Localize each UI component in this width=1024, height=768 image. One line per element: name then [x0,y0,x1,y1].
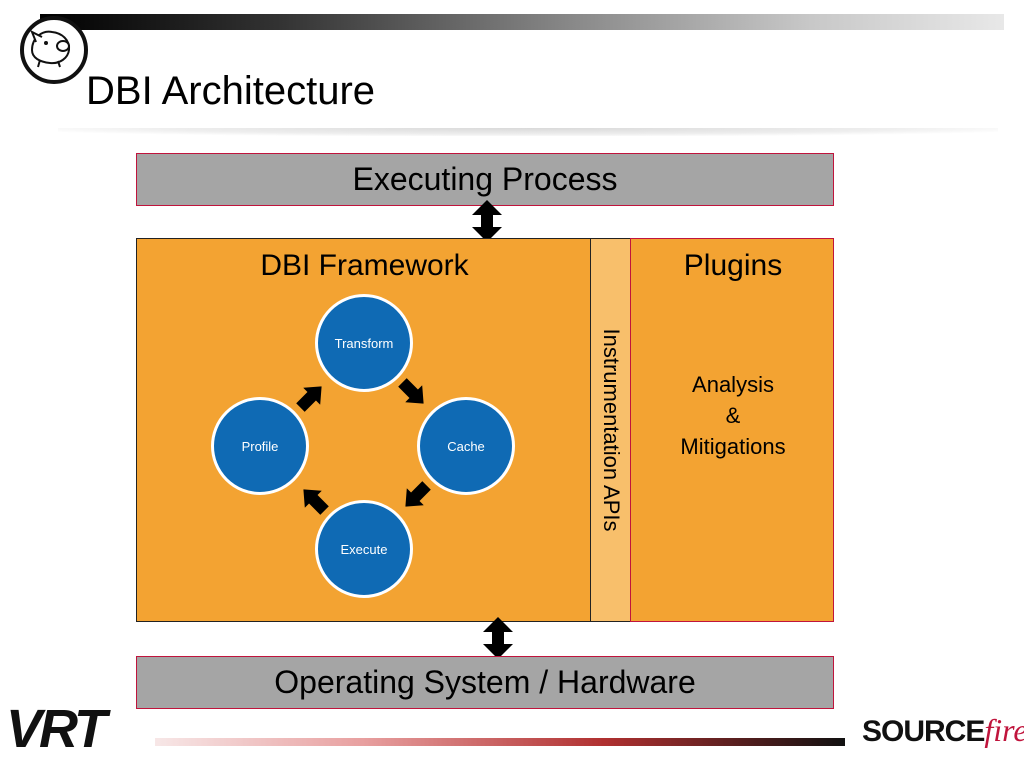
cycle-node-label: Cache [447,438,485,454]
cycle-arrow-execute-profile-icon [303,489,329,515]
plugins-heading: Plugins [683,249,783,282]
plugins-box: Plugins Analysis & Mitigations [630,238,834,622]
os-hardware-label: Operating System / Hardware [274,664,696,700]
cycle-arrow-transform-cache-icon [398,378,424,404]
instrumentation-label: Instrumentation APIs [598,328,624,532]
plugins-description: Analysis & Mitigations [631,369,835,462]
page-title: DBI Architecture [86,69,376,113]
sourcefire-logo: SOURCEfire® [862,712,1024,749]
pig-mascot-icon [30,29,71,68]
double-arrow-icon [483,617,513,659]
header-bar [40,14,1004,30]
vrt-logo: VRT [6,699,107,759]
mascot-logo [20,16,88,84]
cycle-node-profile: Profile [211,397,309,495]
executing-process-box: Executing Process [136,153,834,206]
cycle-node-execute: Execute [315,500,413,598]
plugins-line-analysis: Analysis [692,372,774,397]
cycle-node-label: Execute [340,541,388,557]
plugins-line-mitigations: Mitigations [680,434,786,459]
title-underline [58,128,998,136]
cycle-arrow-profile-transform-icon [296,386,322,412]
instrumentation-apis-box: Instrumentation APIs [590,238,631,622]
cycle-node-label: Transform [334,335,394,351]
cycle-node-cache: Cache [417,397,515,495]
os-hardware-box: Operating System / Hardware [136,656,834,709]
framework-heading: DBI Framework [260,249,469,282]
cycle-node-label: Profile [241,438,279,454]
cycle-node-transform: Transform [315,294,413,392]
executing-process-label: Executing Process [352,161,618,197]
cycle-arrow-cache-execute-icon [405,481,431,507]
sourcefire-logo-bold: SOURCE [862,715,985,748]
double-arrow-icon [472,200,502,242]
sourcefire-logo-italic: fire [984,712,1024,748]
footer-line [155,738,845,746]
plugins-line-ampersand: & [725,403,741,428]
